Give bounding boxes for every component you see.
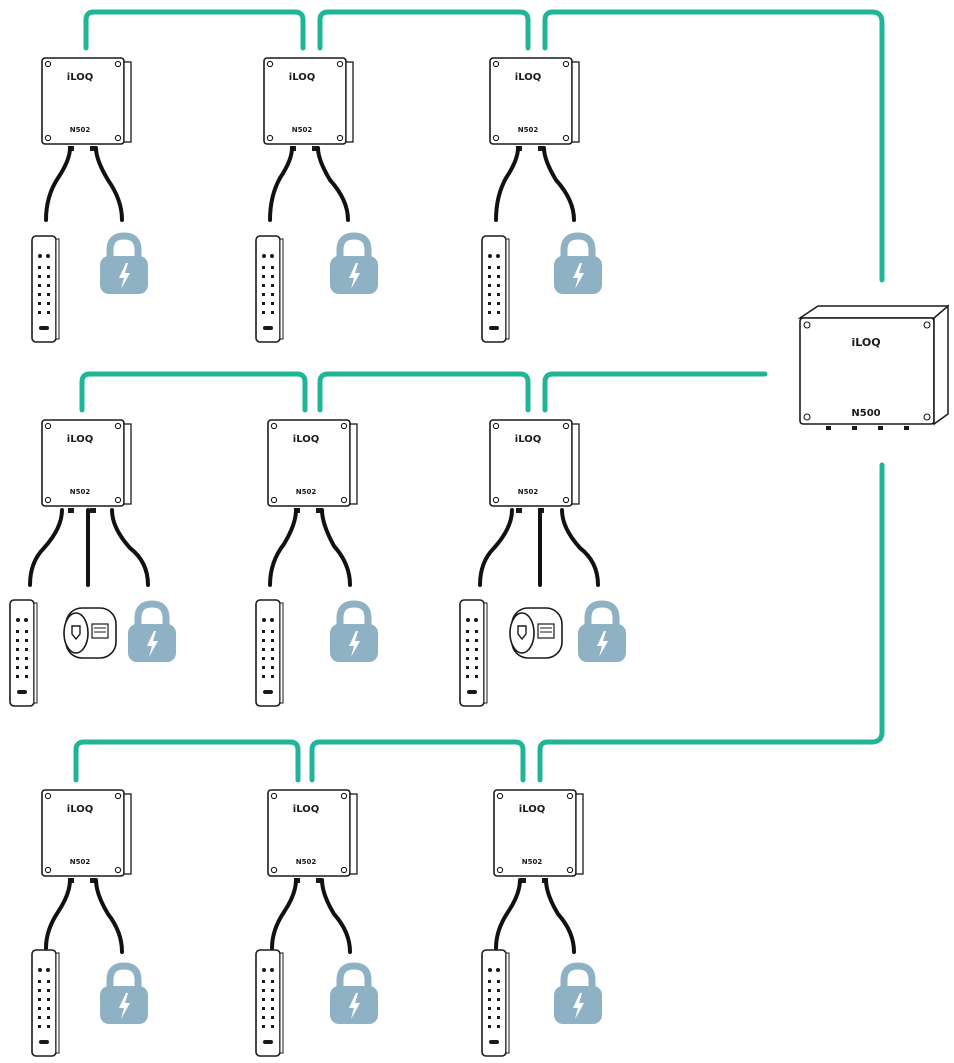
electric-lock-icon — [554, 966, 602, 1024]
electric-lock-icon — [330, 966, 378, 1024]
node-8: iLOQ N502 — [255, 789, 378, 1057]
keypad-reader-icon — [31, 235, 60, 343]
network-hub: iLOQ N500 — [797, 304, 950, 430]
electric-lock-icon — [330, 604, 378, 662]
node-model: N502 — [292, 126, 313, 134]
keypad-reader-icon — [9, 599, 38, 707]
hub-brand: iLOQ — [851, 336, 880, 349]
electric-lock-icon — [578, 604, 626, 662]
keypad-reader-icon — [481, 235, 510, 343]
node-4: iLOQ N502 — [9, 419, 176, 707]
lock-cylinder-icon — [509, 607, 563, 659]
keypad-reader-icon — [255, 235, 284, 343]
electric-lock-icon — [128, 604, 176, 662]
node-brand: iLOQ — [289, 72, 315, 83]
device-cable — [110, 508, 150, 587]
device-cable — [270, 878, 298, 950]
node-5: iLOQ N502 — [255, 419, 378, 707]
node-model: N502 — [522, 858, 543, 866]
bus-cable-row1-b — [317, 9, 531, 51]
node-model: N502 — [518, 488, 539, 496]
node-brand: iLOQ — [515, 434, 541, 445]
device-cable — [268, 146, 294, 222]
node-brand: iLOQ — [67, 804, 93, 815]
node-3: iLOQ N502 — [481, 57, 602, 343]
node-brand: iLOQ — [515, 72, 541, 83]
bus-cable-row1-a — [83, 9, 306, 51]
keypad-reader-icon — [255, 949, 284, 1057]
device-cable — [268, 508, 298, 587]
device-cable — [494, 878, 522, 950]
node-1: iLOQ N502 — [31, 57, 148, 343]
node-9: iLOQ N502 — [481, 789, 602, 1057]
node-2: iLOQ N502 — [255, 57, 378, 343]
node-brand: iLOQ — [293, 434, 319, 445]
device-cable — [94, 146, 124, 222]
bus-cable-row2-a — [79, 371, 308, 413]
bus-cable-row3-b — [309, 739, 526, 783]
node-brand: iLOQ — [67, 72, 93, 83]
node-model: N502 — [70, 126, 91, 134]
device-cable — [542, 146, 576, 222]
electric-lock-icon — [554, 236, 602, 294]
node-brand: iLOQ — [293, 804, 319, 815]
device-cable — [94, 878, 124, 954]
hub-model: N500 — [851, 408, 880, 419]
keypad-reader-icon — [459, 599, 488, 707]
device-cable — [44, 878, 72, 950]
device-cable — [478, 508, 514, 587]
bus-cable-row2-b — [317, 371, 531, 413]
node-brand: iLOQ — [519, 804, 545, 815]
device-cable — [544, 878, 576, 954]
node-model: N502 — [70, 858, 91, 866]
electric-lock-icon — [330, 236, 378, 294]
lock-cylinder-icon — [63, 607, 117, 659]
node-model: N502 — [296, 858, 317, 866]
node-6: iLOQ N502 — [459, 419, 626, 707]
keypad-reader-icon — [255, 599, 284, 707]
device-cable — [44, 146, 72, 222]
node-brand: iLOQ — [67, 434, 93, 445]
electric-lock-icon — [100, 966, 148, 1024]
device-cable — [560, 508, 600, 587]
node-model: N502 — [518, 126, 539, 134]
device-cable — [494, 146, 520, 222]
bus-cable-row3-c — [537, 462, 885, 783]
keypad-reader-icon — [31, 949, 60, 1057]
bus-cable-row3-a — [73, 739, 301, 783]
bus-cable-row1-c — [542, 9, 885, 283]
device-cable — [316, 146, 350, 222]
device-cable — [28, 508, 64, 587]
electric-lock-icon — [100, 236, 148, 294]
keypad-reader-icon — [481, 949, 510, 1057]
network-hub-icon — [797, 304, 950, 430]
device-cable — [320, 508, 352, 587]
node-7: iLOQ N502 — [31, 789, 148, 1057]
bus-cable-row2-c — [542, 371, 768, 413]
network-cables — [73, 9, 885, 783]
node-model: N502 — [70, 488, 91, 496]
device-cable — [320, 878, 352, 954]
node-model: N502 — [296, 488, 317, 496]
